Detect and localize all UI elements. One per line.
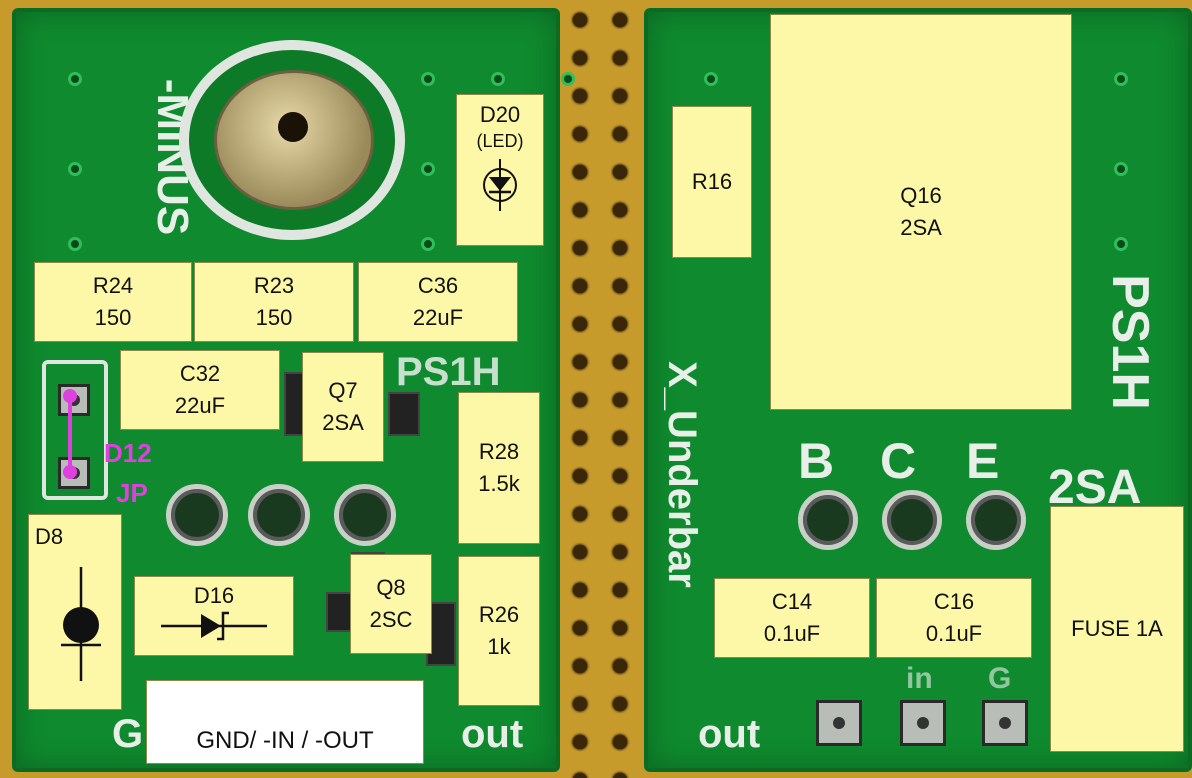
component-value: (LED): [476, 130, 524, 151]
mounting-hole: [278, 112, 308, 142]
component-c36: C36 22uF: [358, 262, 518, 342]
through-hole-pad: [166, 484, 228, 546]
jumper-ref: D12: [104, 438, 152, 468]
pin-pad-out: [816, 700, 862, 746]
via: [1114, 72, 1128, 86]
via: [491, 72, 505, 86]
pin-pad-g: [982, 700, 1028, 746]
component-d20: D20 (LED): [456, 94, 544, 246]
component-q16: Q16 2SA: [770, 14, 1072, 410]
component-c16: C16 0.1uF: [876, 578, 1032, 658]
smd-part: [388, 392, 420, 436]
via: [421, 237, 435, 251]
via: [1114, 162, 1128, 176]
silk-2sa: 2SA: [1048, 461, 1142, 514]
mounting-pad: [214, 70, 374, 210]
component-value: 22uF: [174, 393, 226, 418]
component-ref: R28: [478, 439, 520, 465]
through-hole-pad: [248, 484, 310, 546]
through-hole-pad-c: [882, 490, 942, 550]
silk-g: G: [988, 662, 1012, 695]
component-value: 2SA: [900, 215, 942, 240]
silk-e: E: [966, 433, 1000, 489]
via: [704, 72, 718, 86]
component-value: 1.5k: [478, 471, 520, 496]
silk-b: B: [798, 433, 835, 489]
component-c32: C32 22uF: [120, 350, 280, 430]
via: [421, 162, 435, 176]
component-ref: R24: [92, 273, 134, 299]
gnd-label-text: GND/ -IN / -OUT: [196, 727, 374, 755]
component-d16: D16: [134, 576, 294, 656]
silk-ps1h: PS1H: [1100, 274, 1159, 410]
component-ref: C32: [179, 361, 221, 387]
jumper-value: JP: [116, 478, 148, 508]
component-ref: R23: [253, 273, 295, 299]
component-value: 1k: [487, 634, 511, 659]
component-value: 0.1uF: [925, 621, 983, 646]
component-ref: Q7: [328, 378, 358, 404]
through-hole-pad: [334, 484, 396, 546]
through-hole-pad-e: [966, 490, 1026, 550]
component-r26: R26 1k: [458, 556, 540, 706]
component-ref: Q8: [376, 575, 406, 601]
component-ref: FUSE 1A: [1071, 616, 1163, 642]
component-fuse: FUSE 1A: [1050, 506, 1184, 752]
component-ref: C36: [417, 273, 459, 299]
silk-underbar: X_Underbar: [659, 361, 704, 588]
jumper-wire-icon: [63, 389, 77, 479]
component-ref: R26: [478, 602, 520, 628]
component-ref: D16: [193, 583, 235, 608]
via: [68, 237, 82, 251]
silk-out: out: [698, 712, 761, 756]
via: [68, 162, 82, 176]
silk-c: C: [880, 433, 917, 489]
silk-out: out: [461, 712, 524, 756]
silk-gnd: G: [112, 712, 144, 756]
component-c14: C14 0.1uF: [714, 578, 870, 658]
via: [561, 72, 575, 86]
component-d8: D8: [28, 514, 122, 710]
component-ref: D8: [35, 524, 64, 549]
perfboard-holes: [560, 0, 640, 778]
gnd-in-out-label: GND/ -IN / -OUT: [146, 680, 424, 764]
component-q8: Q8 2SC: [350, 554, 432, 654]
component-ref: C14: [771, 589, 813, 615]
component-value: 2SA: [322, 410, 364, 435]
component-r28: R28 1.5k: [458, 392, 540, 544]
component-value: 150: [255, 305, 293, 330]
component-value: 2SC: [369, 607, 413, 632]
component-value: 0.1uF: [763, 621, 821, 646]
pin-pad-in: [900, 700, 946, 746]
silk-in: in: [906, 662, 933, 695]
component-ref: Q16: [900, 183, 942, 209]
jumper-outline: [42, 360, 108, 500]
component-ref: R16: [691, 169, 733, 195]
component-q7: Q7 2SA: [302, 352, 384, 462]
component-ref: C16: [933, 589, 975, 615]
led-symbol-icon: [483, 158, 517, 211]
diode-symbol-icon: [61, 566, 101, 681]
component-ref: D20: [479, 102, 521, 127]
component-r24: R24 150: [34, 262, 192, 342]
component-value: 150: [94, 305, 132, 330]
via: [68, 72, 82, 86]
via: [1114, 237, 1128, 251]
through-hole-pad-b: [798, 490, 858, 550]
zener-diode-icon: [161, 612, 267, 641]
component-r16: R16: [672, 106, 752, 258]
silk-ps1h: PS1H: [396, 350, 501, 394]
component-value: 22uF: [412, 305, 464, 330]
via: [421, 72, 435, 86]
component-r23: R23 150: [194, 262, 354, 342]
